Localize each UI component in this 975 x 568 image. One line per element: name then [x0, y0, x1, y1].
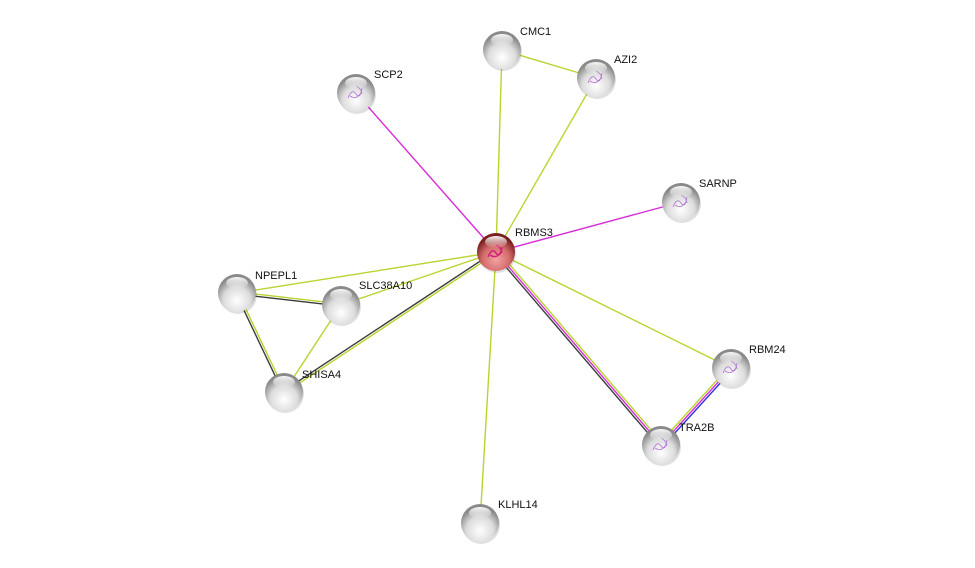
node-label: KLHL14 — [498, 499, 538, 511]
node-label: SCP2 — [374, 69, 403, 81]
edge-rbms3-npepl1[interactable] — [236, 251, 497, 294]
edge-evidence-experiments — [495, 201, 682, 253]
node-label: CMC1 — [520, 26, 551, 38]
node-label: SARNP — [699, 178, 737, 190]
node-label: RBM24 — [749, 344, 786, 356]
edge-evidence-experiments — [495, 251, 662, 446]
edge-evidence-coexpression — [493, 252, 660, 447]
edge-evidence-textmining — [495, 251, 732, 369]
node-slc38a10[interactable]: SLC38A10 — [322, 280, 412, 326]
node-azi2[interactable]: AZI2 — [577, 54, 637, 99]
node-highlight — [330, 289, 352, 301]
node-tra2b[interactable]: TRA2B — [642, 422, 714, 466]
node-highlight — [469, 507, 491, 519]
node-label: SHISA4 — [302, 369, 341, 381]
node-label: AZI2 — [614, 54, 637, 66]
edge-evidence-textmining — [497, 250, 664, 445]
node-highlight — [273, 376, 295, 388]
edge-evidence-textmining — [340, 251, 497, 306]
node-highlight — [650, 429, 672, 441]
edge-evidence-textmining — [236, 251, 497, 294]
node-highlight — [226, 277, 248, 289]
edge-rbms3-klhl14[interactable] — [479, 251, 497, 524]
node-npepl1[interactable]: NPEPL1 — [218, 270, 297, 314]
node-rbms3[interactable]: RBMS3 — [477, 227, 553, 273]
edge-evidence-textmining — [495, 49, 503, 253]
edge-rbms3-tra2b[interactable] — [493, 250, 664, 447]
node-scp2[interactable]: SCP2 — [337, 69, 403, 114]
edge-evidence-textmining — [495, 77, 597, 253]
node-rbm24[interactable]: RBM24 — [712, 344, 786, 389]
node-label: TRA2B — [679, 422, 714, 434]
node-highlight — [720, 352, 742, 364]
node-highlight — [485, 236, 507, 248]
edge-evidence-textmining — [479, 251, 497, 524]
edge-rbms3-shisa4[interactable] — [283, 250, 497, 394]
edge-rbms3-sarnp[interactable] — [495, 201, 682, 253]
node-highlight — [670, 186, 692, 198]
edge-rbms3-slc38a10[interactable] — [340, 251, 497, 306]
node-cmc1[interactable]: CMC1 — [483, 26, 551, 71]
node-label: RBMS3 — [515, 227, 553, 239]
edge-evidence-experiments — [355, 92, 497, 253]
edge-rbms3-scp2[interactable] — [355, 92, 497, 253]
edge-rbms3-cmc1[interactable] — [495, 49, 503, 253]
node-sarnp[interactable]: SARNP — [662, 178, 737, 223]
node-label: NPEPL1 — [255, 270, 297, 282]
node-shisa4[interactable]: SHISA4 — [265, 369, 341, 413]
node-klhl14[interactable]: KLHL14 — [461, 499, 538, 544]
edge-evidence-textmining — [284, 252, 497, 394]
edge-rbms3-rbm24[interactable] — [495, 251, 732, 369]
node-label: SLC38A10 — [359, 280, 412, 292]
edge-rbms3-azi2[interactable] — [495, 77, 597, 253]
edge-evidence-coexpression — [283, 250, 496, 392]
node-highlight — [585, 62, 607, 74]
node-highlight — [345, 77, 367, 89]
node-highlight — [491, 34, 513, 46]
